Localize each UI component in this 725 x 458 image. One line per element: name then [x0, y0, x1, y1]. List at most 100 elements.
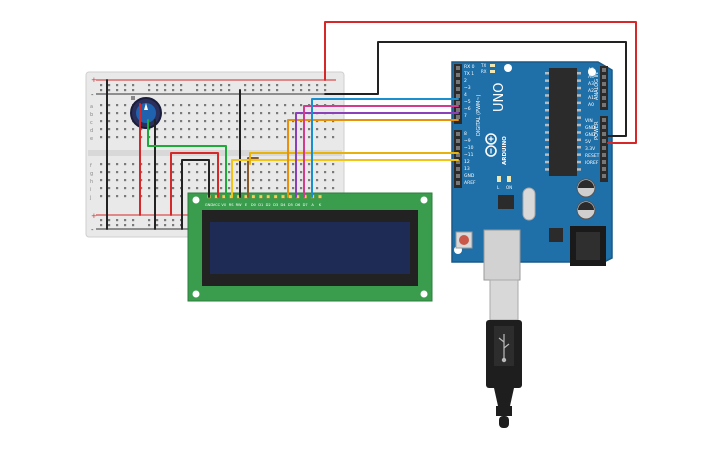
usb-symbol-icon — [498, 334, 510, 363]
svg-text:7: 7 — [464, 113, 467, 119]
svg-text:GND: GND — [585, 125, 596, 131]
svg-text:g: g — [90, 171, 93, 177]
digital-header-label: DIGITAL (PWM~) — [476, 94, 482, 136]
wire-lcd-led[interactable] — [247, 157, 259, 198]
mounting-hole — [420, 290, 428, 298]
svg-text:f: f — [90, 163, 92, 169]
tx-label: TX — [480, 63, 486, 68]
lcd-pin-label: E — [245, 203, 248, 207]
mounting-hole — [192, 196, 200, 204]
svg-text:5V: 5V — [585, 139, 592, 145]
rx-label: RX — [481, 69, 487, 74]
lcd-pin-label: D4 — [280, 203, 286, 207]
wire-lcd-gnd[interactable] — [181, 159, 210, 230]
wire-lcd-v0[interactable] — [147, 119, 227, 198]
svg-text:~3: ~3 — [464, 85, 471, 91]
svg-text:3.3V: 3.3V — [585, 146, 596, 152]
svg-text:4: 4 — [464, 92, 467, 98]
svg-text:~5: ~5 — [464, 99, 471, 105]
crystal-oscillator — [522, 187, 536, 221]
svg-text:c: c — [90, 120, 93, 126]
wire-lcd-vcc[interactable] — [170, 152, 219, 216]
svg-text:AREF: AREF — [464, 180, 476, 186]
svg-text:RESET: RESET — [585, 153, 600, 159]
wire-lcd-d6[interactable] — [303, 105, 459, 198]
svg-text:h: h — [90, 179, 93, 185]
svg-text:13: 13 — [464, 166, 470, 172]
svg-text:IOREF: IOREF — [585, 160, 599, 166]
lcd-pin-label: K — [319, 203, 322, 207]
uno-label: UNO — [492, 83, 507, 112]
svg-text:j: j — [89, 195, 91, 201]
reset-button-cap-icon[interactable] — [459, 235, 469, 245]
lcd-pin-label: D7 — [303, 203, 308, 207]
wire-lcd-d4[interactable] — [287, 119, 459, 198]
svg-text:A5: A5 — [588, 67, 594, 73]
lcd-pin-header[interactable] — [207, 194, 322, 199]
power-pin-labels: VIN GND GND 5V 3.3V RESET IOREF — [585, 118, 600, 166]
svg-text:VIN: VIN — [585, 118, 593, 124]
lcd-pin-label: VCC — [213, 203, 221, 207]
wire-5v[interactable] — [324, 21, 637, 144]
mounting-hole — [588, 68, 596, 76]
on-led-label: ON — [506, 185, 512, 190]
usb-cable[interactable] — [486, 279, 522, 428]
wire-lcd-e[interactable] — [249, 152, 459, 165]
wires[interactable] — [106, 21, 637, 230]
lcd-pin-label: V0 — [221, 203, 226, 207]
svg-text:12: 12 — [464, 159, 470, 165]
svg-text:A0: A0 — [588, 102, 594, 108]
bottom-minus-label: - — [91, 226, 94, 234]
row-labels-bottom: f g h i j — [89, 163, 93, 201]
arduino-logo-icon — [485, 133, 497, 157]
wire-lcd-rs[interactable] — [231, 159, 459, 198]
wire-gnd[interactable] — [324, 41, 627, 137]
svg-text:A2: A2 — [588, 88, 594, 94]
power-header-label: POWER — [594, 121, 600, 140]
svg-text:RX 0: RX 0 — [464, 64, 475, 70]
arduino-uno-board[interactable]: RX 0 TX 1 2 ~3 4 ~5 ~6 7 8 ~9 ~10 ~11 12… — [451, 61, 613, 281]
svg-text:TX 1: TX 1 — [463, 71, 474, 77]
wire-lcd-d5[interactable] — [295, 112, 459, 198]
svg-text:e: e — [90, 136, 93, 142]
lcd-pin-label: D2 — [266, 203, 271, 207]
lcd-pin-label: RS — [229, 203, 234, 207]
svg-text:A1: A1 — [588, 95, 594, 101]
row-labels-top: a b c d e — [90, 104, 93, 142]
mounting-hole — [192, 290, 200, 298]
svg-text:b: b — [90, 112, 93, 118]
svg-text:~9: ~9 — [464, 138, 471, 144]
svg-text:2: 2 — [464, 78, 467, 84]
lcd-pin-label: D6 — [295, 203, 301, 207]
svg-text:d: d — [90, 128, 93, 134]
knob-indicator-icon — [144, 103, 148, 110]
lcd-pin-label: GND — [205, 203, 213, 207]
svg-text:GND: GND — [464, 173, 475, 179]
usb-port[interactable] — [483, 229, 521, 281]
digital-pin-labels-bottom: 8 ~9 ~10 ~11 12 13 GND AREF — [464, 131, 476, 186]
digital-pin-labels-top: RX 0 TX 1 2 ~3 4 ~5 ~6 7 — [463, 64, 475, 119]
svg-text:i: i — [90, 187, 91, 193]
bottom-plus-label: + — [91, 212, 97, 220]
analog-header-label: ANALOG IN — [594, 72, 600, 100]
wire-lcd-d7[interactable] — [311, 98, 459, 198]
lcd-pin-label: RW — [236, 203, 242, 207]
mounting-hole — [420, 196, 428, 204]
analog-header[interactable] — [600, 66, 608, 110]
lcd-pin-label: D1 — [258, 203, 263, 207]
lcd-pin-label: D0 — [251, 203, 257, 207]
tx-led — [490, 64, 495, 67]
atmega-chip — [549, 68, 577, 176]
top-plus-label: + — [91, 76, 97, 84]
top-minus-label: - — [91, 91, 94, 99]
arduino-brand-label: ARDUINO — [502, 136, 508, 165]
analog-pin-labels: A5 A4 A3 A2 A1 A0 — [588, 67, 594, 108]
l-led — [497, 176, 501, 182]
svg-text:A3: A3 — [588, 81, 594, 87]
svg-text:a: a — [90, 104, 93, 110]
on-led — [507, 176, 511, 182]
svg-text:GND: GND — [585, 132, 596, 138]
